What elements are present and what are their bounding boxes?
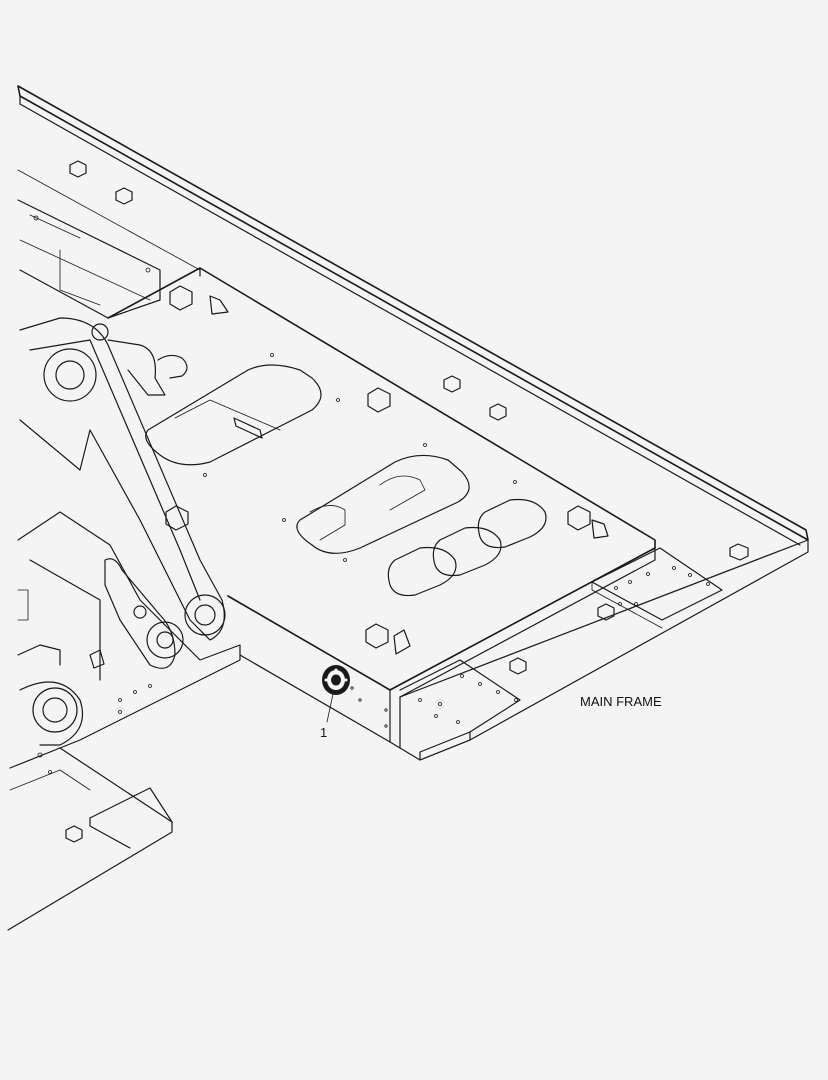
mounting-blocks xyxy=(65,160,749,843)
left-upper-housing xyxy=(17,199,161,319)
main-frame-label: MAIN FRAME xyxy=(580,694,662,709)
side-rail xyxy=(17,85,809,546)
decal-part xyxy=(322,665,350,695)
front-box-beam xyxy=(227,547,656,749)
fastener-holes xyxy=(203,353,710,724)
deck-openings xyxy=(145,364,470,554)
callout-leader xyxy=(326,693,334,723)
lower-chassis xyxy=(17,511,241,749)
lower-plate xyxy=(7,747,173,931)
end-cap xyxy=(399,539,809,761)
callout-number: 1 xyxy=(320,725,327,740)
deck-slots xyxy=(387,498,547,597)
lift-arm xyxy=(19,317,226,669)
